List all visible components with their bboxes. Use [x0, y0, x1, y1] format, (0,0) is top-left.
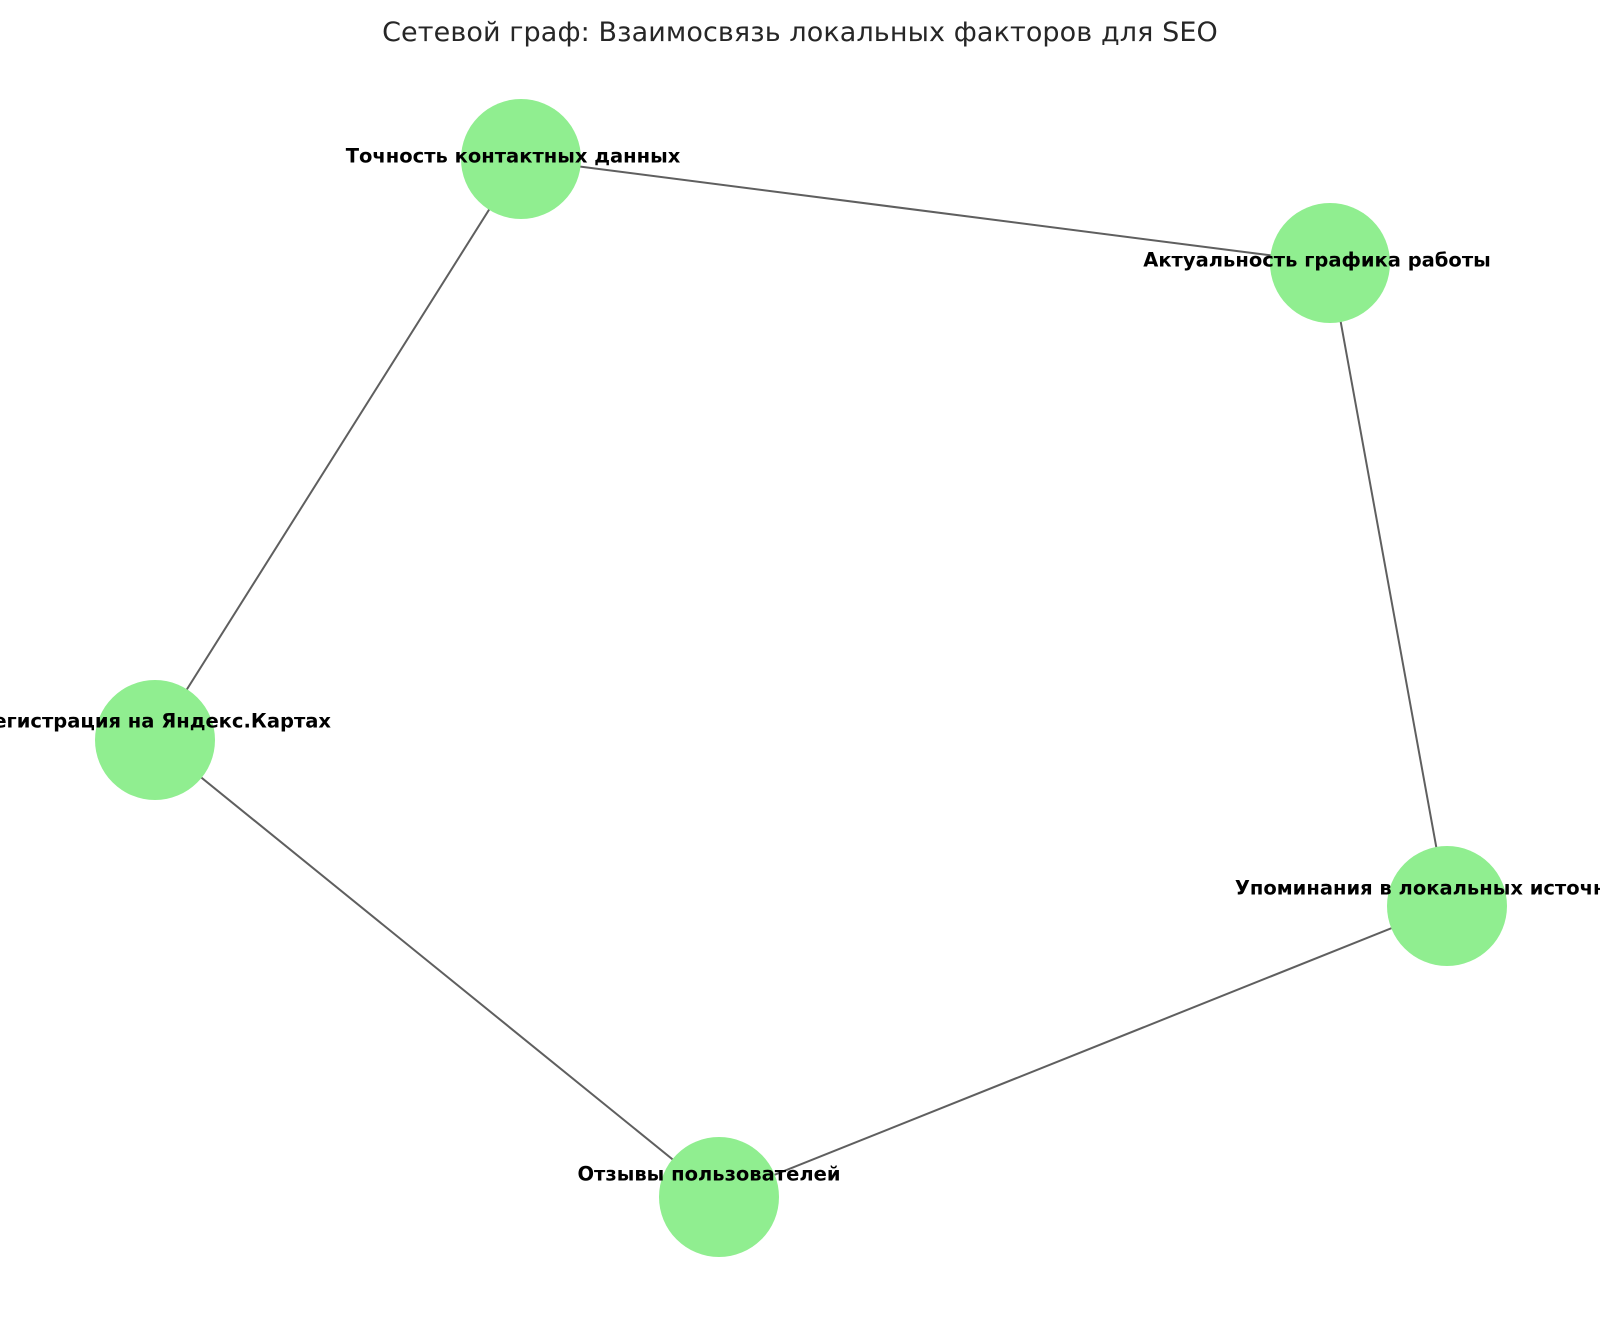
graph-edge — [154, 158, 522, 741]
graph-node-yandex_maps[interactable] — [95, 680, 215, 800]
graph-node-label-work_schedule: Актуальность графика работы — [1143, 249, 1491, 272]
graph-node-work_schedule[interactable] — [1270, 203, 1390, 323]
graph-edge — [1329, 262, 1448, 907]
graph-node-label-yandex_maps: Регистрация на Яндекс.Картах — [0, 710, 331, 733]
graph-node-contact_accuracy[interactable] — [461, 99, 581, 219]
graph-node-label-contact_accuracy: Точность контактных данных — [346, 145, 681, 168]
graph-node-label-local_mentions: Упоминания в локальных источниках — [1235, 877, 1600, 900]
graph-edge — [718, 905, 1448, 1198]
graph-node-label-user_reviews: Отзывы пользователей — [577, 1163, 840, 1186]
graph-edge — [154, 739, 720, 1198]
graph-node-local_mentions[interactable] — [1387, 846, 1507, 966]
graph-node-user_reviews[interactable] — [659, 1137, 779, 1257]
graph-edge — [520, 158, 1331, 264]
edges-layer — [154, 158, 1448, 1198]
nodes-layer — [95, 99, 1507, 1257]
page-title: Сетевой граф: Взаимосвязь локальных факт… — [382, 17, 1218, 48]
